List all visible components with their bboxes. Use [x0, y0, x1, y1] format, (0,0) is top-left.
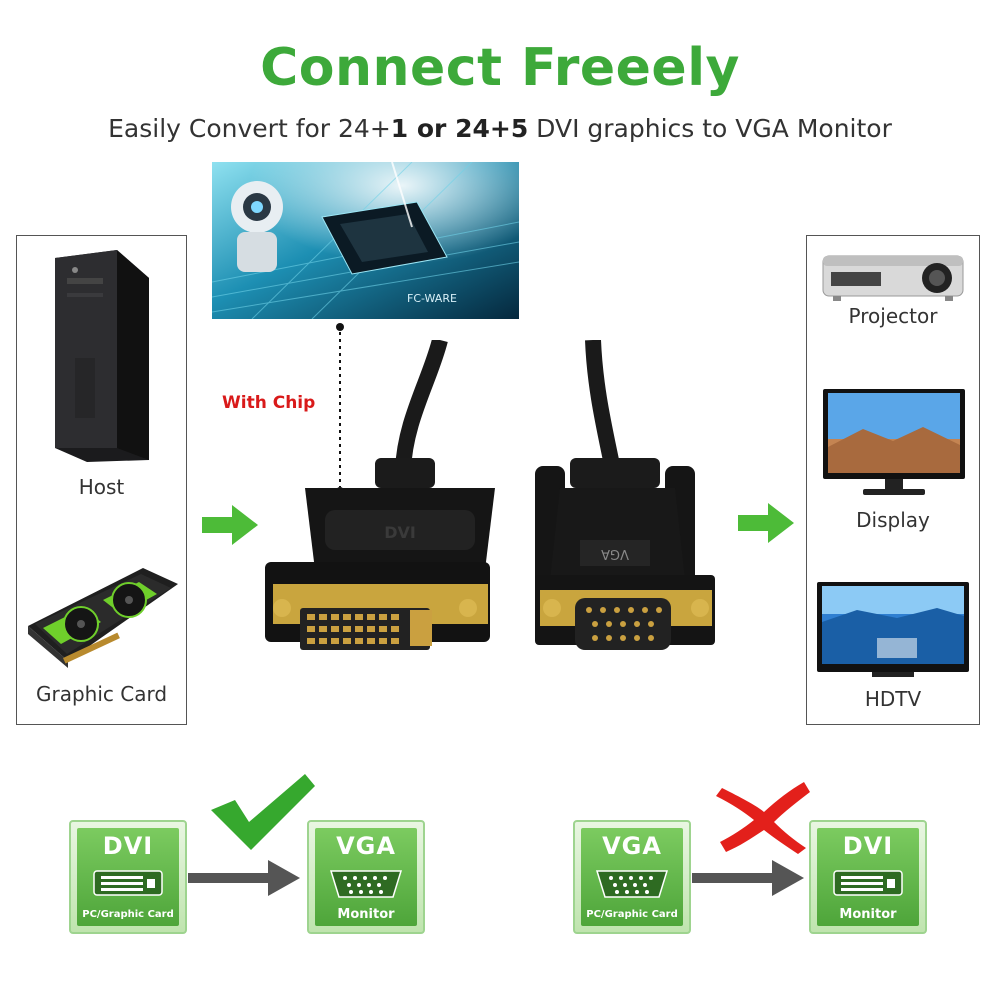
badge-title: DVI — [842, 832, 894, 860]
dvi-connector: DVI — [265, 458, 495, 650]
subtitle-prefix: Easily Convert for 24+ — [108, 114, 391, 143]
display-label: Display — [856, 508, 930, 532]
badge-subtitle: PC/Graphic Card — [586, 909, 678, 920]
display-panel: Projector Display HDTV — [806, 235, 980, 725]
badge-title: VGA — [336, 832, 396, 860]
graphics-card-icon — [28, 568, 178, 668]
dvi-port-icon — [833, 870, 903, 896]
badge-title: DVI — [102, 832, 154, 860]
source-panel: Host Graphic Card — [16, 235, 187, 725]
graphic-card-label: Graphic Card — [35, 682, 168, 706]
dvi-logo: DVI — [384, 523, 416, 542]
tv-icon — [817, 582, 969, 677]
desktop-tower-icon — [55, 250, 149, 462]
dvi-vga-cable: DVI VGA — [265, 340, 715, 650]
vga-port-icon — [595, 870, 669, 898]
cross-icon — [716, 782, 810, 854]
vga-monitor-badge: VGA Monitor — [307, 820, 425, 934]
vga-port-icon — [329, 870, 403, 898]
vga-connector: VGA — [535, 458, 715, 650]
badge-subtitle: Monitor — [839, 907, 897, 922]
host-label: Host — [78, 475, 125, 499]
page-title: Connect Freeely — [260, 38, 740, 98]
chip-image-text: FC-WARE — [407, 292, 457, 305]
check-icon — [211, 774, 315, 850]
vga-label: VGA — [601, 546, 629, 561]
subtitle-bold: 1 or 24+5 — [390, 114, 529, 143]
chip-photo: FC-WARE — [212, 162, 519, 319]
badge-subtitle: PC/Graphic Card — [82, 909, 174, 920]
projector-label: Projector — [848, 304, 938, 328]
badge-title: VGA — [602, 832, 662, 860]
vga-source-badge: VGA PC/Graphic Card — [573, 820, 691, 934]
page-subtitle: Easily Convert for 24+1 or 24+5 DVI grap… — [0, 114, 1000, 143]
projector-icon — [822, 255, 964, 301]
subtitle-suffix: DVI graphics to VGA Monitor — [528, 114, 892, 143]
arrow-right-icon — [738, 503, 794, 543]
dvi-port-icon — [93, 870, 163, 896]
dvi-monitor-badge: DVI Monitor — [809, 820, 927, 934]
arrow-right-icon — [188, 860, 300, 896]
badge-subtitle: Monitor — [337, 907, 395, 922]
with-chip-label: With Chip — [222, 393, 316, 413]
arrow-right-icon — [692, 860, 804, 896]
dvi-source-badge: DVI PC/Graphic Card — [69, 820, 187, 934]
monitor-icon — [823, 389, 965, 495]
hdtv-label: HDTV — [864, 687, 922, 711]
arrow-right-icon — [202, 505, 258, 545]
